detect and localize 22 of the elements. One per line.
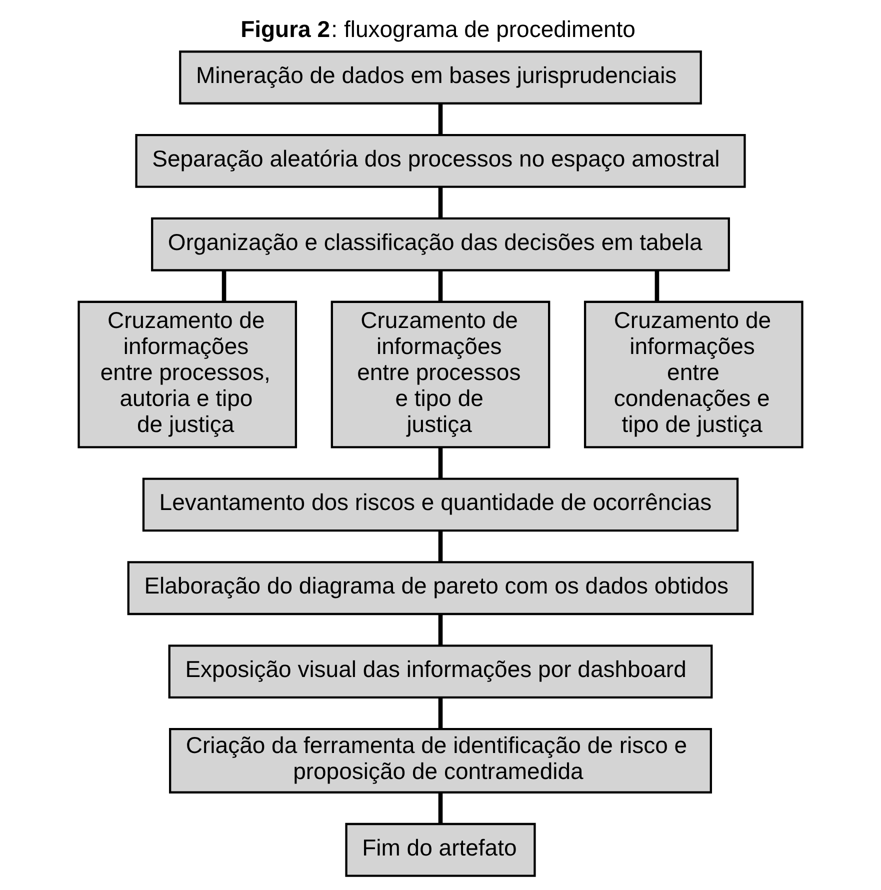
connector: [654, 270, 660, 302]
node-box: Mineração de dados em bases jurisprudenciais: [179, 50, 702, 104]
connector: [438, 530, 443, 562]
diagram-title: Figura 2: fluxograma de procedimento: [240, 16, 636, 42]
node-box: Cruzamento de informações entre condenações e tipo de justiça: [584, 300, 804, 448]
node-box: Elaboração do diagrama de pareto com os dados obtidos: [127, 561, 754, 616]
connector: [438, 270, 443, 302]
connector: [438, 103, 443, 135]
node-box: Levantamento dos riscos e quantidade de ocorrências: [142, 478, 739, 532]
node-box: Cruzamento de informações entre processos e tipo de justiça: [330, 300, 550, 448]
node-box: Cruzamento de informações entre processos, autoria e tipo de justiça: [78, 300, 298, 448]
node-box: Separação aleatória dos processos no espaço amostral: [135, 134, 746, 188]
node-box: Fim do artefato: [345, 822, 536, 877]
connector: [438, 792, 443, 824]
connector: [438, 447, 443, 478]
node-box: Exposição visual das informações por dashboard: [168, 644, 713, 698]
connector: [438, 698, 443, 729]
node-box: Organização e classificação das decisões em tabela: [151, 217, 730, 272]
connector: [438, 614, 443, 646]
connector: [438, 186, 443, 218]
connector: [222, 270, 226, 302]
node-box: Criação da ferramenta de identificação de risco e proposição de contramedida: [169, 728, 712, 794]
